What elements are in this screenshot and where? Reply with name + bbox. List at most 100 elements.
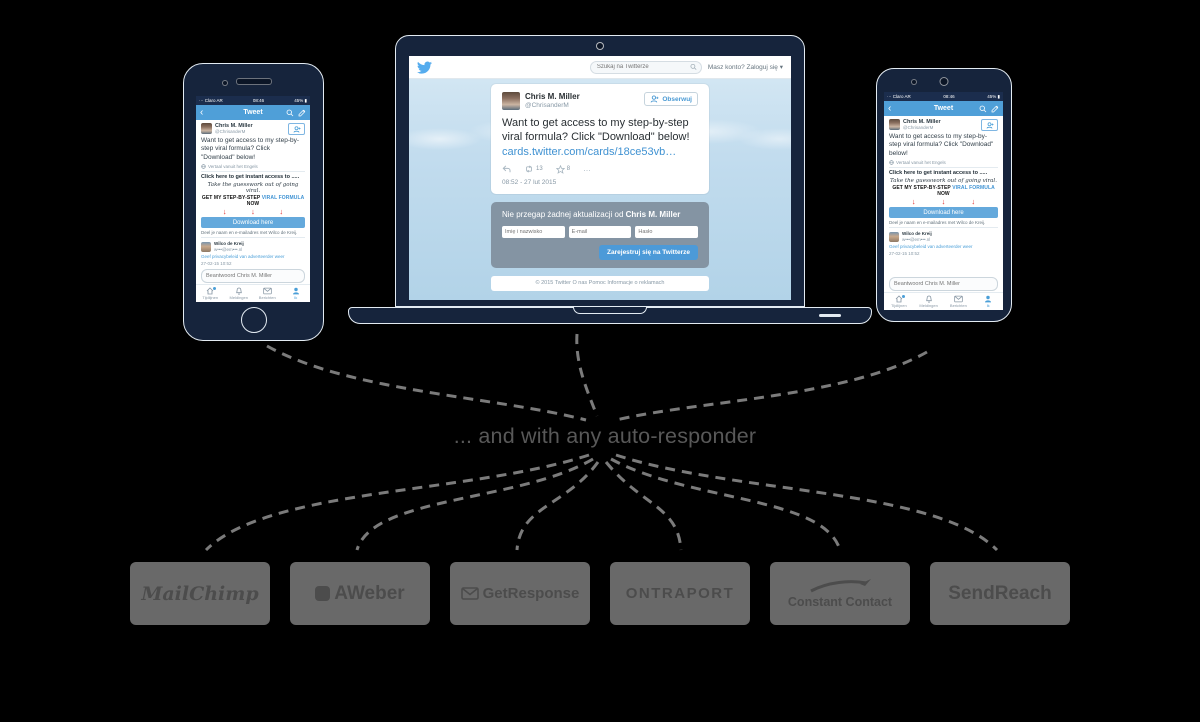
compose-icon[interactable]: [991, 105, 999, 113]
reply-box[interactable]: [201, 269, 305, 283]
avatar: [889, 119, 900, 130]
phone-left: ··· Claro AR 08:46 45% ▮ ‹ Tweet: [183, 63, 324, 341]
home-button[interactable]: [240, 307, 267, 333]
card-cta: GET MY STEP-BY-STEP VIRAL FORMULA NOW: [201, 195, 305, 207]
tweet-timestamp: 08:52 - 27 lut 2015: [502, 178, 557, 186]
home-icon: [206, 287, 214, 295]
phone-status-bar: ··· Claro AR 08:46 45% ▮: [196, 96, 310, 105]
advertiser-email: w•••@em•••.nl: [902, 236, 931, 242]
red-arrows: ↓ ↓ ↓: [223, 208, 283, 216]
phone-screen-content: ··· Claro AR 08:46 45% ▮ ‹ Tweet: [196, 96, 310, 302]
retweet-button[interactable]: 13: [524, 165, 543, 173]
reply-button[interactable]: [502, 165, 511, 173]
tweet-author-name: Chris M. Miller: [903, 119, 941, 125]
back-icon[interactable]: ‹: [200, 106, 204, 118]
tweet-link[interactable]: cards.twitter.com/cards/18ce53vb…: [502, 145, 677, 158]
search-box[interactable]: [589, 60, 702, 74]
battery-label: 45% ▮: [987, 93, 1000, 99]
envelope-icon: [954, 295, 963, 303]
speaker-slot: [235, 78, 272, 85]
tab-label: Meldingen: [919, 303, 938, 308]
profile-background: Chris M. Miller @ChrisanderM Obserwuj: [409, 79, 791, 300]
translate-row[interactable]: Vertaal vanuit het Engels: [201, 164, 305, 169]
download-button[interactable]: Download here: [201, 217, 305, 229]
search-icon[interactable]: [979, 105, 987, 113]
reply-input[interactable]: [890, 281, 997, 287]
signup-button[interactable]: Zarejestruj się na Twitterze: [599, 244, 698, 260]
advertiser-name: Wilco de Kreij: [214, 241, 244, 247]
tab-timelines[interactable]: Tijdlijnen: [196, 285, 225, 302]
phone-left-screen: ··· Claro AR 08:46 45% ▮ ‹ Tweet: [196, 96, 310, 302]
tweet-detail-view: Chris M. Miller @ChrisanderM Want to get…: [196, 120, 310, 284]
card-tagline: Take the guesswork out of going viral.: [890, 177, 997, 184]
down-arrow-icon: ↓: [971, 196, 976, 206]
privacy-link[interactable]: Geef privacybeleid van adverteerder weer: [889, 244, 973, 250]
avatar: [201, 123, 212, 134]
signup-title: Nie przegap żadnej aktualizacji od Chris…: [502, 210, 698, 219]
tab-label: Tijdlijnen: [202, 295, 219, 300]
compose-icon[interactable]: [298, 109, 306, 117]
advertiser-avatar: [201, 241, 211, 252]
tweet-text: Want to get access to my step-by-step vi…: [889, 133, 994, 157]
tweet-text: Want to get access to my step-by-step vi…: [201, 137, 300, 161]
reply-input[interactable]: [202, 273, 304, 279]
sendreach-logo: SendReach: [948, 582, 1052, 604]
tab-timelines[interactable]: Tijdlijnen: [884, 293, 914, 310]
tab-messages[interactable]: Berichten: [944, 293, 974, 310]
down-arrow-icon: ↓: [251, 206, 255, 216]
download-button[interactable]: Download here: [889, 207, 998, 219]
tab-label: Berichten: [949, 303, 967, 308]
signup-fields: [502, 225, 699, 238]
login-link[interactable]: Masz konto? Zaloguj się ▾: [707, 64, 783, 71]
search-icon[interactable]: [286, 109, 294, 117]
translate-row[interactable]: Vertaal vanuit het Engels: [889, 160, 998, 165]
tab-notifications[interactable]: Meldingen: [914, 293, 944, 310]
tab-me[interactable]: Ik: [282, 285, 311, 302]
tab-notifications[interactable]: Meldingen: [225, 285, 254, 302]
person-icon: [985, 295, 992, 303]
base-dash: [819, 314, 841, 317]
card-timestamp: 27-02-15 10:52: [889, 251, 920, 257]
twitter-topbar: Masz konto? Zaloguj się ▾: [409, 56, 791, 79]
follow-button[interactable]: Obserwuj: [644, 92, 698, 106]
retweet-icon: [526, 165, 532, 173]
card-timestamp: 27-02-15 10:52: [201, 261, 232, 267]
down-arrow-icon: ↓: [911, 196, 916, 206]
fullname-field[interactable]: [502, 225, 565, 238]
camera-icon: [222, 80, 228, 86]
tab-me[interactable]: Ik: [973, 293, 1003, 310]
translate-link[interactable]: Vertaal vanuit het Engels: [896, 159, 946, 165]
back-icon[interactable]: ‹: [888, 102, 892, 114]
card-cta: GET MY STEP-BY-STEP VIRAL FORMULA NOW: [889, 185, 998, 197]
favorite-button[interactable]: 8: [555, 164, 570, 174]
bell-icon: [235, 287, 242, 295]
phone-tab-bar: Tijdlijnen Meldingen Berichten: [884, 292, 1003, 310]
tweet-author-handle: @ChrisanderM: [525, 101, 569, 109]
advertiser-email: w•••@em•••.nl: [214, 246, 243, 252]
signup-box: Nie przegap żadnej aktualizacji od Chris…: [491, 201, 709, 268]
advertiser-row: Wilco de Kreij w•••@em•••.nl: [889, 231, 998, 242]
search-input[interactable]: [594, 63, 690, 71]
magnifier-icon: [690, 63, 697, 70]
share-note: Deel je naam en e-mailadres met Wilco de…: [889, 220, 986, 226]
avatar: [502, 92, 520, 110]
follow-button[interactable]: [981, 119, 998, 131]
tab-label: Meldingen: [229, 295, 248, 300]
phone-status-bar: ··· Claro AR 08:46 45% ▮: [884, 92, 1003, 101]
follow-button[interactable]: [288, 123, 305, 135]
divider: [201, 170, 305, 172]
email-field[interactable]: [568, 225, 632, 238]
password-field[interactable]: [635, 225, 699, 238]
cta-part: NOW: [246, 200, 260, 207]
phone-nav-bar: ‹ Tweet: [196, 105, 310, 120]
mailchimp-logo: MailChimp: [141, 582, 259, 605]
privacy-link[interactable]: Geef privacybeleid van adverteerder weer: [201, 254, 285, 260]
reply-box[interactable]: [889, 277, 998, 291]
tab-label: Ik: [294, 295, 298, 300]
trackpad-notch: [573, 307, 647, 314]
tweet-actions: 13 8 …: [502, 164, 698, 174]
tab-messages[interactable]: Berichten: [253, 285, 282, 302]
twitter-bird-icon[interactable]: [417, 61, 432, 74]
retweet-count: 13: [536, 166, 543, 173]
translate-link[interactable]: Vertaal vanuit het Engels: [208, 163, 258, 169]
